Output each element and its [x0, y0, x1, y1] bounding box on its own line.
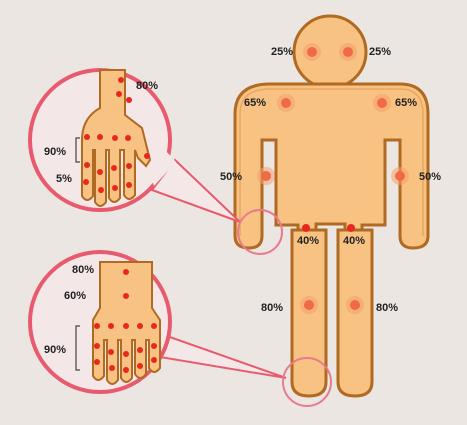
label-hip-left: 40% [297, 235, 319, 247]
label-foot-toes: 90% [44, 344, 66, 356]
label-foot-ankle: 80% [72, 264, 94, 276]
label-hand-tips: 5% [56, 173, 72, 185]
label-hip-right: 40% [343, 235, 365, 247]
label-arm-right: 50% [419, 171, 441, 183]
label-foot-mid: 60% [64, 290, 86, 302]
label-head-left: 25% [271, 46, 293, 58]
label-leg-left: 80% [261, 302, 283, 314]
label-arm-left: 50% [220, 171, 242, 183]
label-hand-fingers: 90% [44, 146, 66, 158]
foot-illustration [93, 262, 160, 384]
label-shoulder-right: 65% [395, 97, 417, 109]
label-head-right: 25% [369, 46, 391, 58]
label-hand-wrist: 80% [136, 80, 158, 92]
label-shoulder-left: 65% [244, 97, 266, 109]
label-leg-right: 80% [376, 302, 398, 314]
